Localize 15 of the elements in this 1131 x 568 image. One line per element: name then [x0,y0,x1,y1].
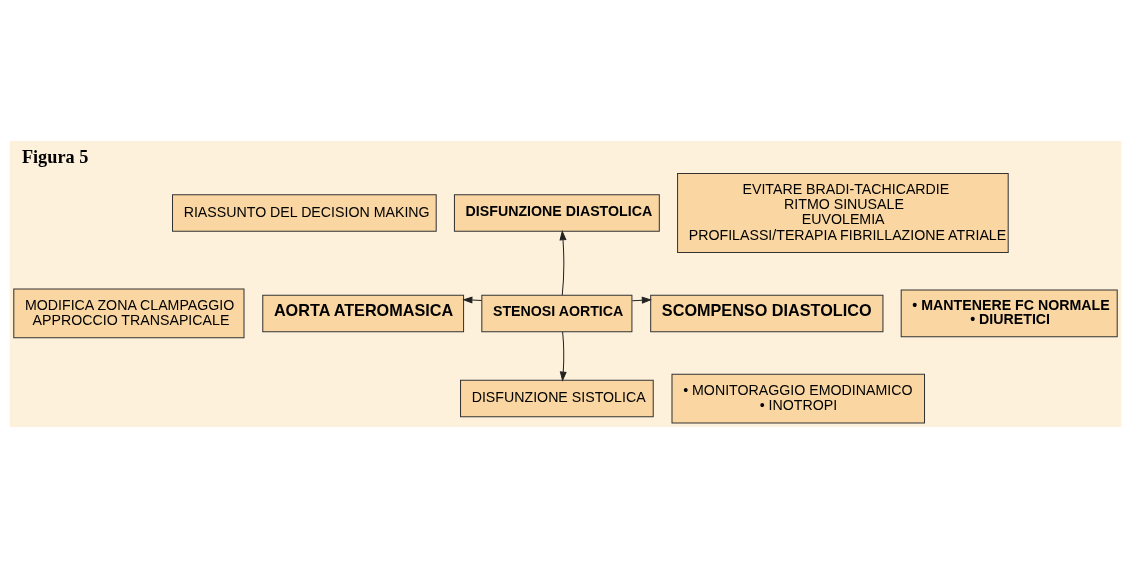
node-box: DISFUNZIONE DIASTOLICA [453,194,660,232]
arrow [559,331,567,382]
node-box: • MONITORAGGIO EMODINAMICO • INOTROPI [671,373,926,424]
diagram-title: Figura 5 [21,146,89,167]
arrow [559,230,567,296]
node-box: MODIFICA ZONA CLAMPAGGIO APPROCCIO TRANSAPICALE [13,288,245,339]
node-box: RIASSUNTO DEL DECISION MAKING [172,194,437,232]
node-box: DISFUNZIONE SISTOLICA [460,379,654,418]
node-box: SCOMPENSO DIASTOLICO [650,294,884,333]
node-box: EVITARE BRADI-TACHICARDIE RITMO SINUSALE EUVOLEMIA PROFILASSI/TERAPIA FIBRILLAZIONE ATRIALE [677,172,1009,254]
node-box: • MANTENERE FC NORMALE • DIURETICI [900,289,1118,338]
arrow [631,296,652,304]
arrow [462,296,483,304]
node-box: STENOSI AORTICA [481,294,633,333]
node-box: AORTA ATEROMASICA [262,294,465,333]
